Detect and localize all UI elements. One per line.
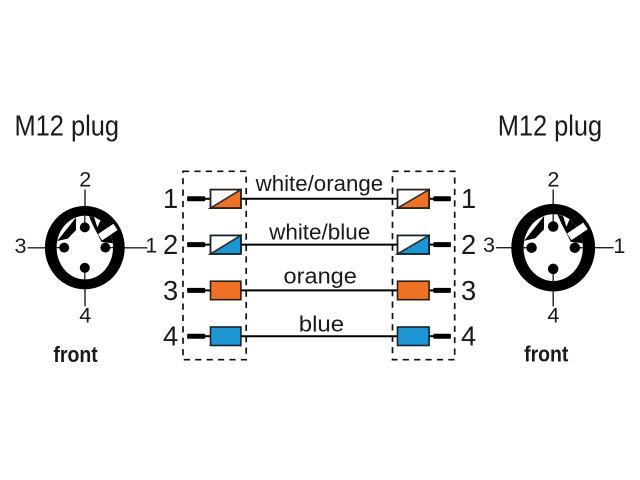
svg-text:blue: blue: [299, 311, 344, 336]
svg-text:2: 2: [547, 167, 559, 192]
svg-text:M12 plug: M12 plug: [498, 110, 603, 142]
svg-text:3: 3: [483, 232, 495, 257]
svg-text:1: 1: [145, 233, 157, 258]
svg-text:4: 4: [461, 321, 476, 352]
svg-text:2: 2: [163, 229, 178, 260]
svg-text:front: front: [53, 342, 98, 367]
svg-text:orange: orange: [284, 263, 357, 288]
svg-text:1: 1: [613, 233, 625, 258]
svg-text:3: 3: [163, 275, 178, 306]
svg-text:2: 2: [79, 167, 91, 192]
svg-text:4: 4: [163, 321, 178, 352]
svg-text:white/orange: white/orange: [255, 171, 383, 196]
svg-text:1: 1: [163, 183, 178, 214]
svg-text:2: 2: [461, 229, 476, 260]
svg-text:1: 1: [461, 183, 476, 214]
svg-text:3: 3: [461, 275, 476, 306]
svg-text:front: front: [524, 342, 569, 367]
svg-text:3: 3: [14, 233, 26, 258]
svg-text:4: 4: [79, 303, 91, 328]
svg-text:white/blue: white/blue: [268, 219, 370, 244]
svg-text:4: 4: [547, 303, 559, 328]
svg-text:M12 plug: M12 plug: [15, 110, 120, 142]
